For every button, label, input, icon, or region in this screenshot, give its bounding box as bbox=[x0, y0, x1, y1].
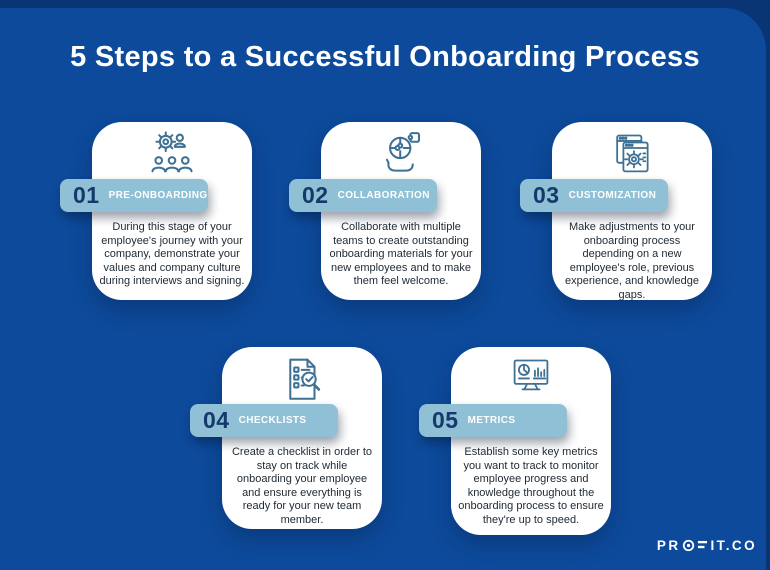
step-badge-1: 01 PRE-ONBOARDING bbox=[60, 179, 208, 212]
step-badge-3: 03 CUSTOMIZATION bbox=[520, 179, 668, 212]
logo-text-pr: PR bbox=[656, 538, 681, 553]
step-card-collaboration: 02 COLLABORATION Collaborate with multip… bbox=[289, 122, 481, 300]
team-gear-icon bbox=[92, 130, 252, 180]
step-number: 01 bbox=[73, 182, 100, 208]
step-card-metrics: 05 METRICS Establish some key metrics yo… bbox=[419, 347, 611, 535]
step-card-checklists: 04 CHECKLISTS Create a checklist in orde… bbox=[190, 347, 382, 529]
step-number: 03 bbox=[533, 182, 560, 208]
monitor-charts-icon bbox=[451, 355, 611, 405]
stylized-f-icon bbox=[698, 540, 708, 549]
step-label: CHECKLISTS bbox=[238, 415, 307, 426]
step-badge-2: 02 COLLABORATION bbox=[289, 179, 437, 212]
profit-logo: PR IT.CO bbox=[657, 538, 757, 553]
step-label: CUSTOMIZATION bbox=[568, 190, 657, 201]
step-number: 02 bbox=[302, 182, 329, 208]
step-label: METRICS bbox=[467, 415, 516, 426]
step-description: Collaborate with multiple teams to creat… bbox=[329, 221, 473, 288]
step-badge-5: 05 METRICS bbox=[419, 404, 567, 437]
step-description: Create a checklist in order to stay on t… bbox=[231, 446, 372, 526]
window-gear-icon bbox=[552, 130, 712, 180]
step-number: 04 bbox=[203, 407, 230, 433]
step-label: COLLABORATION bbox=[337, 190, 430, 201]
step-card-pre-onboarding: 01 PRE-ONBOARDING During this stage of y… bbox=[60, 122, 252, 300]
checklist-magnifier-icon bbox=[222, 355, 382, 405]
step-label: PRE-ONBOARDING bbox=[108, 190, 208, 201]
step-description: During this stage of your employee's jou… bbox=[99, 221, 245, 288]
puzzle-hand-icon bbox=[321, 130, 481, 180]
target-o-icon bbox=[683, 539, 695, 552]
step-description: Make adjustments to your onboarding proc… bbox=[565, 221, 699, 301]
page-title: 5 Steps to a Successful Onboarding Proce… bbox=[70, 41, 700, 73]
step-description: Establish some key metrics you want to t… bbox=[458, 446, 604, 526]
logo-text-itco: IT.CO bbox=[710, 538, 757, 553]
step-card-customization: 03 CUSTOMIZATION Make adjustments to you… bbox=[520, 122, 712, 301]
step-number: 05 bbox=[432, 407, 459, 433]
step-badge-4: 04 CHECKLISTS bbox=[190, 404, 338, 437]
